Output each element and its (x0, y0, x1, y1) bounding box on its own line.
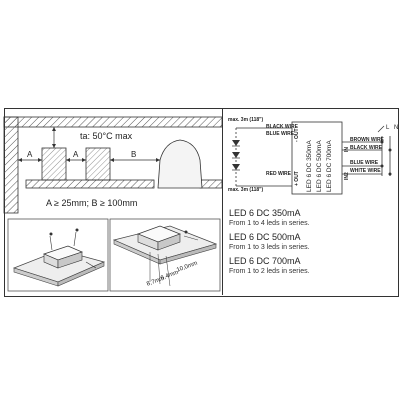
mount-panel-right (109, 218, 221, 292)
left-wall (3, 116, 19, 214)
red-wire-label: RED WIRE (266, 171, 291, 177)
l-label: L (386, 125, 390, 131)
driver-text-2: LED 6 DC 500mA (316, 140, 323, 192)
out-plus-label: + OUT (294, 171, 300, 186)
spec-title-350: LED 6 DC 350mA (229, 208, 301, 218)
clearance-b-label: B (131, 150, 137, 159)
spec-sub-350: From 1 to 4 leds in series. (229, 220, 310, 227)
n-label: N (394, 125, 399, 131)
clearance-a-label-1: A (27, 150, 33, 159)
driver-text-1: LED 6 DC 350mA (306, 140, 313, 192)
temperature-label: ta: 50°C max (80, 131, 133, 141)
mount-panel-left (7, 218, 109, 292)
brown-wire-label: BROWN WIRE (350, 137, 384, 143)
spec-title-500: LED 6 DC 500mA (229, 232, 301, 242)
driver-box-2 (85, 147, 111, 181)
white-wire-label: WHITE WIRE (350, 168, 381, 174)
clearance-rule: A ≥ 25mm; B ≥ 100mm (46, 198, 138, 208)
blue-wire-label: BLUE WIRE (266, 131, 295, 137)
blue-wire-right-label: BLUE WIRE (350, 160, 379, 166)
spec-title-700: LED 6 DC 700mA (229, 256, 301, 266)
lamp-housing (157, 139, 203, 189)
led-string (232, 140, 240, 171)
max-length-bottom: max. 3m (118") (228, 187, 264, 193)
frame-divider (222, 108, 223, 295)
driver-module (291, 121, 343, 195)
spec-sub-500: From 1 to 3 leds in series. (229, 244, 310, 251)
spec-sub-700: From 1 to 2 leds in series. (229, 268, 310, 275)
clearance-a-label-2: A (73, 150, 79, 159)
black-wire-right-label: BLACK WIRE (350, 145, 382, 151)
black-wire-label: BLACK WIRE (266, 124, 298, 130)
out-minus-label: - OUT (294, 128, 300, 142)
driver-text-3: LED 6 DC 700mA (326, 140, 333, 192)
max-length-top: max. 3m (118") (228, 117, 264, 123)
